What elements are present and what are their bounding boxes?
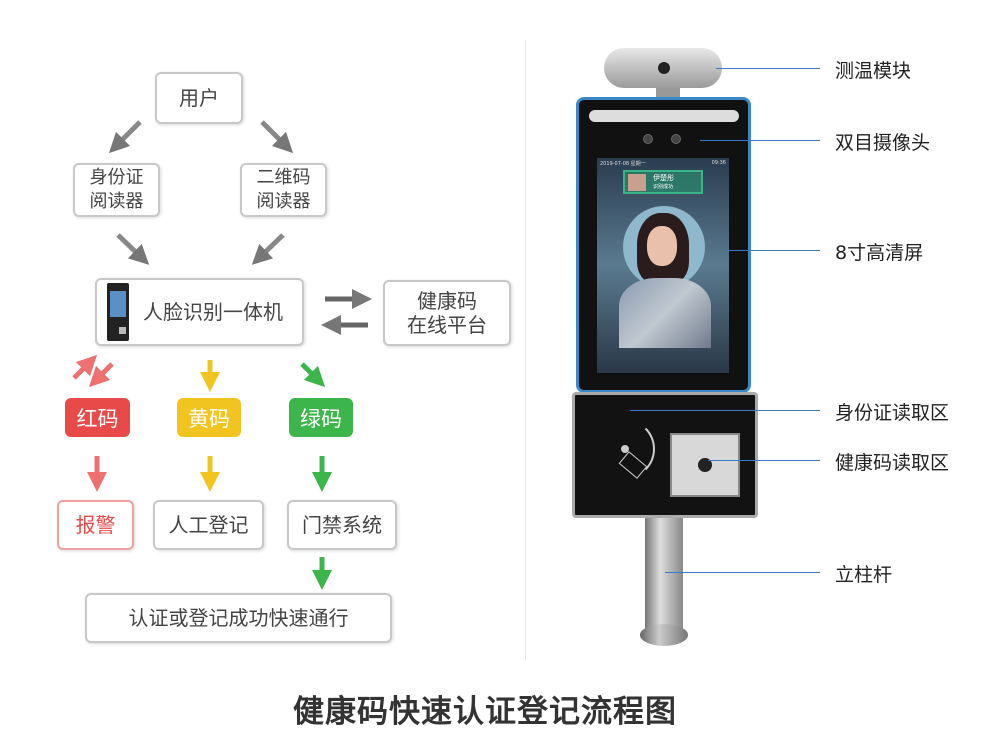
- screen-frame: 2019-07-08 星期一 09:36 伊楚彤 识别成功: [576, 97, 751, 393]
- leader-line-temp: [716, 68, 820, 69]
- label-dual-camera: 双目摄像头: [835, 132, 931, 154]
- id-reader-box: 身份证阅读器: [73, 163, 160, 217]
- qr-reader-label-1: 二维码: [256, 167, 311, 188]
- label-temperature-module: 测温模块: [835, 60, 912, 82]
- qr-scanner-window: [670, 433, 740, 497]
- label-hd-screen: 8寸高清屏: [835, 242, 924, 264]
- dual-camera-icon: [627, 132, 697, 146]
- alarm-label: 报警: [75, 513, 116, 537]
- leader-line-camera: [700, 140, 820, 141]
- display-screen: 2019-07-08 星期一 09:36 伊楚彤 识别成功: [597, 158, 729, 373]
- label-pole: 立柱杆: [835, 564, 893, 586]
- screen-date: 2019-07-08 星期一: [600, 161, 646, 167]
- yellow-code-label: 黄码: [188, 406, 230, 431]
- leader-line-pole: [665, 572, 820, 573]
- nfc-card-icon: [595, 419, 655, 479]
- manual-register-box: 人工登记: [153, 500, 264, 550]
- flow-arrows: [72, 120, 372, 590]
- face-machine-box: 人脸识别一体机: [95, 278, 304, 346]
- alarm-box: 报警: [57, 500, 134, 550]
- temperature-module: [604, 48, 722, 88]
- qr-reader-label-2: 阅读器: [256, 191, 311, 212]
- access-control-box: 门禁系统: [287, 500, 397, 550]
- arrow-red-up: [72, 354, 98, 380]
- red-code-badge: 红码: [65, 398, 130, 437]
- arrow-red-down: [88, 362, 114, 388]
- arrow-user-to-id: [108, 120, 142, 154]
- page-title: 健康码快速认证登记流程图: [293, 694, 677, 730]
- arrow-id-to-machine: [116, 233, 150, 265]
- arrow-green: [300, 362, 326, 388]
- qr-reader-box: 二维码阅读器: [240, 163, 327, 217]
- scanner-lens-icon: [698, 458, 712, 472]
- leader-line-qr: [708, 460, 820, 461]
- id-reader-label-1: 身份证: [89, 167, 144, 188]
- recognition-status: 识别成功: [653, 184, 674, 190]
- arrow-qr-to-machine: [251, 233, 285, 265]
- arrow-user-to-qr: [260, 120, 294, 154]
- reader-panel: [572, 392, 758, 518]
- access-control-label: 门禁系统: [302, 513, 382, 537]
- recognized-name: 伊楚彤: [653, 174, 674, 182]
- platform-label-2: 在线平台: [407, 313, 487, 337]
- pass-box: 认证或登记成功快速通行: [85, 593, 392, 643]
- green-code-badge: 绿码: [289, 398, 353, 437]
- manual-register-label: 人工登记: [168, 513, 249, 537]
- yellow-code-badge: 黄码: [177, 398, 241, 437]
- leader-line-id: [630, 410, 820, 411]
- leader-line-screen: [728, 250, 820, 251]
- green-code-label: 绿码: [300, 406, 342, 431]
- platform-label-1: 健康码: [417, 289, 477, 313]
- pole: [645, 518, 683, 636]
- temperature-sensor-icon: [658, 62, 670, 74]
- face-machine-label: 人脸识别一体机: [143, 300, 283, 324]
- label-health-code-area: 健康码读取区: [835, 452, 950, 474]
- label-id-reader-area: 身份证读取区: [835, 402, 950, 424]
- light-bar: [589, 110, 739, 122]
- face-thumbnail: [628, 174, 646, 191]
- user-box: 用户: [155, 72, 243, 124]
- user-label: 用户: [179, 86, 219, 110]
- pass-label: 认证或登记成功快速通行: [128, 606, 349, 630]
- pole-base: [640, 624, 688, 646]
- divider: [525, 40, 526, 660]
- device-thumbnail-icon: [107, 283, 129, 341]
- screen-time: 09:36: [711, 160, 726, 166]
- id-reader-label-2: 阅读器: [89, 191, 144, 212]
- platform-box: 健康码在线平台: [383, 280, 511, 346]
- recognition-card: 伊楚彤 识别成功: [623, 170, 703, 194]
- red-code-label: 红码: [76, 406, 119, 431]
